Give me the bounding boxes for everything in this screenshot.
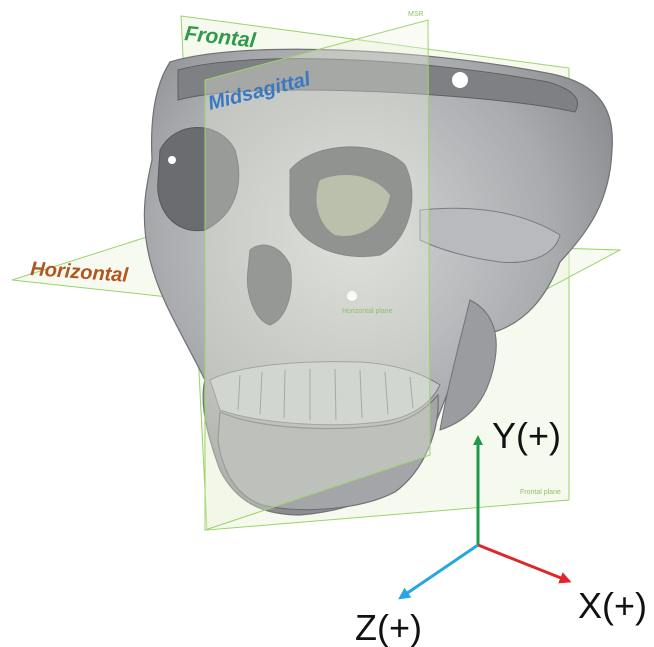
horizontal-plane-tag: Horizontal plane bbox=[342, 308, 393, 315]
x-axis-label: X(+) bbox=[578, 585, 647, 626]
x-axis-arrow bbox=[478, 545, 566, 580]
frontal-plane-tag: Frontal plane bbox=[520, 489, 561, 496]
z-axis-label: Z(+) bbox=[355, 607, 422, 647]
z-axis-arrow bbox=[403, 545, 478, 596]
y-axis-label: Y(+) bbox=[492, 415, 561, 456]
msr-tag: MSR bbox=[408, 11, 424, 18]
